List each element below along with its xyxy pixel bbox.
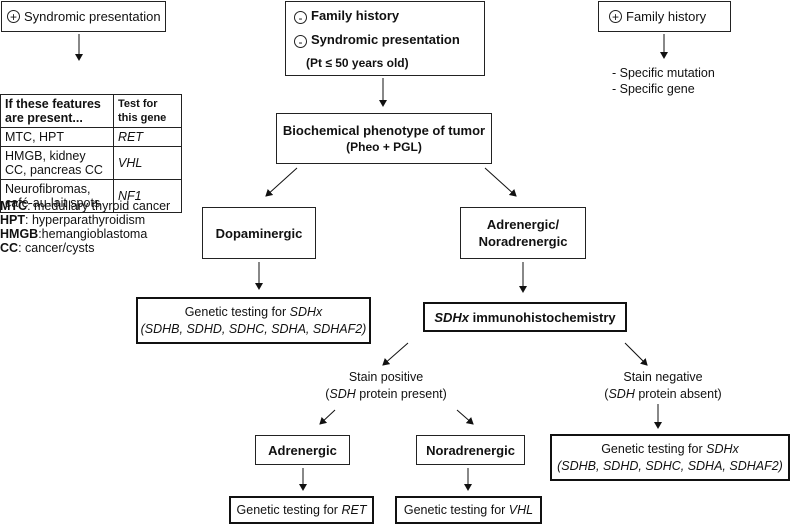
adrenergic-label: Adrenergic/: [486, 217, 560, 232]
abbreviation-definition: : cancer/cysts: [18, 241, 95, 255]
stain-positive-line1: Stain positive: [348, 370, 424, 384]
abbreviation-term: HPT: [0, 213, 25, 227]
table-cell-features: Neurofibromas, café-au-lait spots: [0, 179, 114, 213]
plus-icon: +: [609, 10, 622, 23]
abbreviation-definition: : hyperparathyroidism: [25, 213, 146, 227]
arrow-positive-to-noradrenergic: [456, 409, 474, 425]
paren-open: (: [604, 387, 609, 401]
abbreviation-mtc: MTC: medullary thyroid cancer: [0, 199, 170, 213]
adrenergic-noradrenergic-box: Adrenergic/ Noradrenergic: [460, 207, 586, 259]
ihc-text: immunohistochemistry: [469, 309, 616, 325]
arrow-positive-to-adrenergic: [319, 409, 336, 425]
stain-positive-line2: (SDH protein present): [325, 386, 447, 403]
table-cell-features: MTC, HPT: [0, 127, 114, 147]
abbreviation-term: CC: [0, 241, 19, 255]
dopaminergic-label: Dopaminergic: [215, 225, 303, 241]
syndromic-presentation-box: + Syndromic presentation: [1, 1, 166, 32]
noradrenergic-box: Noradrenergic: [416, 435, 525, 465]
gene-name: RET: [341, 502, 367, 517]
family-history-positive-box: + Family history: [598, 1, 731, 32]
table-cell-features: HMGB, kidney CC, pancreas CC: [0, 146, 114, 180]
family-history-positive-label: Family history: [626, 9, 707, 24]
genetic-testing-prefix: Genetic testing for: [403, 502, 509, 517]
abbreviation-hmgb: HMGB:hemangioblastoma: [0, 227, 147, 241]
table-header-gene: Test for this gene: [113, 94, 182, 128]
minus-icon: -: [294, 11, 307, 24]
stain-positive-detail: protein present): [355, 387, 447, 401]
sdhx-gene-list: (SDHB, SDHD, SDHC, SDHA, SDHAF2): [140, 321, 367, 336]
table-cell-gene: VHL: [113, 146, 182, 180]
table-row: Neurofibromas, café-au-lait spots NF1: [0, 179, 182, 213]
paren-open: (: [325, 387, 330, 401]
syndromic-presentation-label: Syndromic presentation: [24, 9, 161, 24]
table-cell-gene: NF1: [113, 179, 182, 213]
stain-negative-text: Stain negative (SDH protein absent): [588, 369, 738, 403]
abbreviation-cc: CC: cancer/cysts: [0, 241, 94, 255]
table-row: MTC, HPT RET: [0, 127, 182, 147]
abbreviation-term: HMGB: [0, 227, 39, 241]
genetic-testing-vhl-box: Genetic testing for VHL: [395, 496, 542, 524]
genetic-testing-prefix: Genetic testing for: [236, 502, 342, 517]
stain-negative-line2: (SDH protein absent): [604, 386, 721, 403]
genetic-testing-ret-box: Genetic testing for RET: [229, 496, 374, 524]
biochemical-phenotype-box: Biochemical phenotype of tumor (Pheo + P…: [276, 113, 492, 164]
family-history-negative-line: -Family history: [294, 8, 399, 24]
stain-negative-detail: protein absent): [634, 387, 722, 401]
arrow-biochem-to-dopaminergic: [265, 167, 298, 197]
specific-gene-item: - Specific gene: [612, 82, 695, 96]
genetic-testing-vhl-label: Genetic testing for VHL: [404, 502, 533, 519]
abbreviation-term: MTC: [0, 199, 28, 213]
table-header-row: If these features are present... Test fo…: [0, 94, 182, 128]
abbreviation-hpt: HPT: hyperparathyroidism: [0, 213, 145, 227]
plus-icon: +: [7, 10, 20, 23]
abbreviation-definition: : medullary thyroid cancer: [27, 199, 171, 213]
family-history-label: Family history: [311, 8, 400, 23]
adrenergic-box-label: Adrenergic: [268, 442, 337, 458]
genetic-testing-prefix: Genetic testing for: [184, 304, 290, 319]
gene-name: SDH: [608, 387, 635, 401]
genetic-testing-sdhx-right-box: Genetic testing for SDHx (SDHB, SDHD, SD…: [550, 434, 790, 481]
genetic-testing-sdhx-left-line1: Genetic testing for SDHx: [185, 304, 323, 321]
adrenergic-box: Adrenergic: [255, 435, 350, 465]
sdhx-ihc-label: SDHx immunohistochemistry: [434, 309, 615, 326]
gene-name: VHL: [508, 502, 534, 517]
minus-icon: -: [294, 35, 307, 48]
noradrenergic-box-label: Noradrenergic: [426, 442, 515, 458]
stain-negative-line1: Stain negative: [623, 370, 703, 384]
arrow-ihc-to-positive: [382, 342, 409, 366]
genetic-testing-sdhx-left-box: Genetic testing for SDHx (SDHB, SDHD, SD…: [136, 297, 371, 344]
noradrenergic-label: Noradrenergic: [478, 234, 568, 249]
negative-history-box: -Family history -Syndromic presentation …: [285, 1, 485, 76]
arrow-ihc-to-negative: [624, 342, 648, 366]
genetic-testing-ret-label: Genetic testing for RET: [237, 502, 367, 519]
age-criterion: (Pt ≤ 50 years old): [306, 56, 409, 70]
biochemical-phenotype-subtitle: (Pheo + PGL): [346, 139, 422, 154]
dopaminergic-box: Dopaminergic: [202, 207, 316, 259]
arrow-biochem-to-adrenergic: [484, 167, 517, 197]
genetic-testing-sdhx-right-line1: Genetic testing for SDHx: [601, 441, 739, 458]
gene-name: SDHx: [706, 441, 739, 456]
syndromic-negative-line: -Syndromic presentation: [294, 32, 460, 48]
sdhx-ihc-box: SDHx immunohistochemistry: [423, 302, 627, 332]
table-header-features: If these features are present...: [0, 94, 114, 128]
abbreviation-definition: :hemangioblastoma: [38, 227, 148, 241]
sdhx-gene-list: (SDHB, SDHD, SDHC, SDHA, SDHAF2): [557, 458, 783, 473]
syndromic-presentation-negative-label: Syndromic presentation: [311, 32, 460, 47]
stain-positive-text: Stain positive (SDH protein present): [306, 369, 466, 403]
gene-name: SDH: [329, 387, 356, 401]
genetic-testing-prefix: Genetic testing for: [601, 441, 707, 456]
gene-name: SDHx: [289, 304, 323, 319]
feature-gene-table: If these features are present... Test fo…: [0, 94, 182, 213]
table-row: HMGB, kidney CC, pancreas CC VHL: [0, 146, 182, 180]
specific-mutation-item: - Specific mutation: [612, 66, 715, 80]
gene-name: SDHx: [434, 309, 470, 325]
biochemical-phenotype-title: Biochemical phenotype of tumor: [282, 122, 486, 138]
table-cell-gene: RET: [113, 127, 182, 147]
